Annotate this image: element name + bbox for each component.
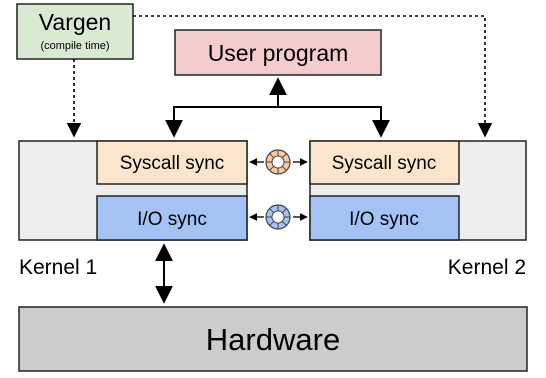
user-program-box: [174, 29, 382, 76]
hardware-box: [18, 306, 528, 372]
vargen-to-kernel2-arrow: [133, 15, 493, 138]
io-sync-label-right: I/O sync: [349, 209, 419, 230]
kernel1-label: Kernel 1: [19, 256, 97, 279]
vargen-box: [16, 3, 134, 60]
syscall-sync-label-left: Syscall sync: [120, 153, 225, 174]
hardware-label: Hardware: [206, 322, 340, 357]
syscall-sync-box-right: [309, 140, 460, 185]
syscall-sync-box-left: [96, 140, 248, 185]
vargen-subtitle: (compile time): [40, 40, 109, 52]
user-program-branch: [165, 106, 390, 138]
io-sync-box-left: [96, 195, 248, 241]
syscall-ring-buffer-icon: [249, 149, 308, 175]
io-sync-box-right: [309, 195, 460, 241]
io-ring-buffer-icon: [249, 204, 308, 230]
kernel2-label: Kernel 2: [448, 256, 526, 279]
io-sync-label-left: I/O sync: [137, 209, 207, 230]
syscall-sync-label-right: Syscall sync: [332, 153, 437, 174]
user-program-label: User program: [208, 40, 349, 66]
vargen-title: Vargen: [39, 9, 111, 35]
